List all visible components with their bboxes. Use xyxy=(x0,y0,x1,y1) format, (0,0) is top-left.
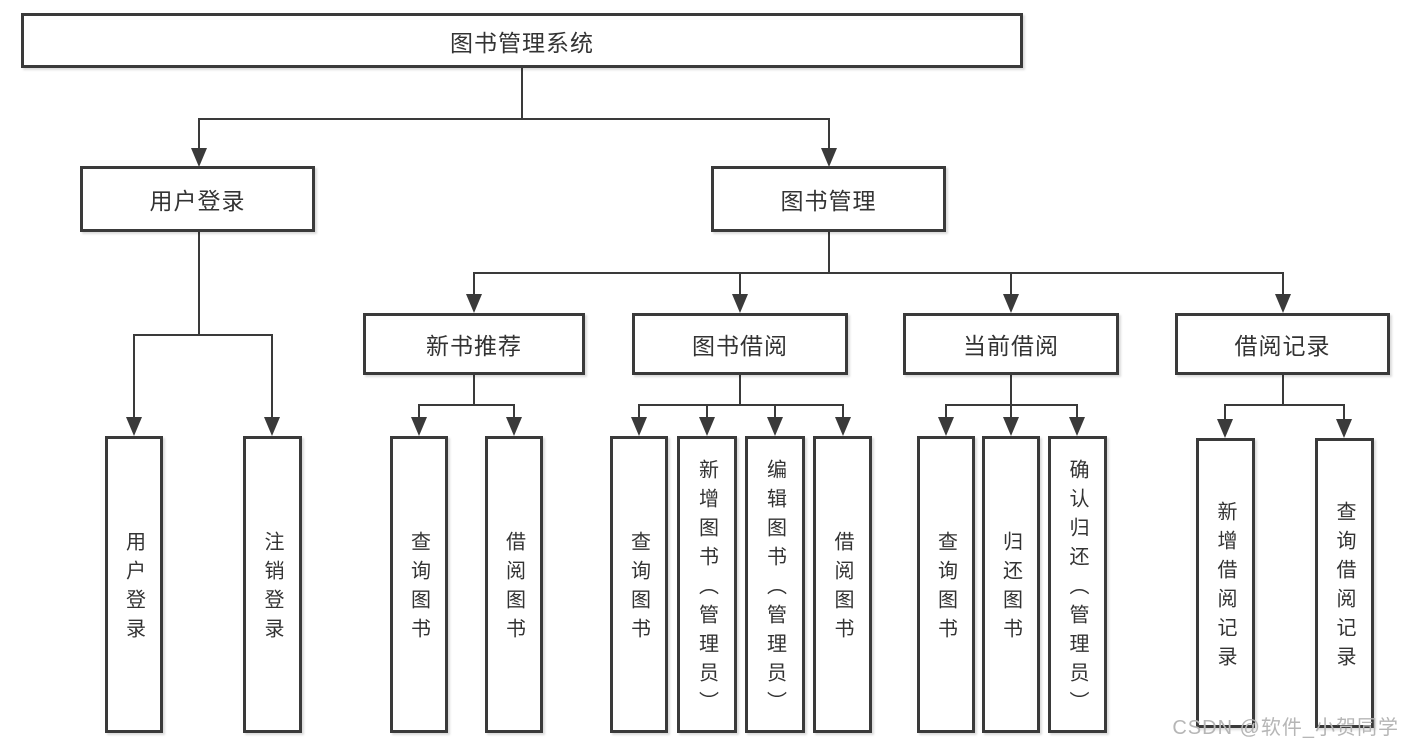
node-label: 查询图书 xyxy=(934,531,957,647)
node-label: 注销登录 xyxy=(261,531,283,647)
node-query-books-recommend: 查询图书 xyxy=(390,436,448,733)
watermark-text: CSDN @软件_小贺同学 xyxy=(1172,717,1399,739)
node-user-login: 用户登录 xyxy=(80,166,315,232)
node-label: 图书管理 xyxy=(780,188,877,214)
node-book-management: 图书管理 xyxy=(711,166,946,232)
node-new-book-recommendation: 新书推荐 xyxy=(363,313,585,375)
node-borrow-books-leaf: 借阅图书 xyxy=(813,436,872,733)
node-label: 新增借阅记录 xyxy=(1214,500,1236,675)
node-borrowing-records: 借阅记录 xyxy=(1175,313,1390,375)
node-add-borrow-record: 新增借阅记录 xyxy=(1196,438,1255,728)
node-label: 查询图书 xyxy=(407,531,430,647)
node-current-borrowing: 当前借阅 xyxy=(903,313,1119,375)
node-label: 查询图书 xyxy=(627,531,650,647)
node-label: 当前借阅 xyxy=(963,333,1059,359)
node-query-books-current: 查询图书 xyxy=(917,436,975,733)
node-label: 归还图书 xyxy=(999,531,1022,647)
node-library-management-system: 图书管理系统 xyxy=(21,13,1023,68)
node-user-login-leaf: 用户登录 xyxy=(105,436,163,733)
node-add-books-admin: 新增图书（管理员） xyxy=(677,436,737,733)
node-label: 借阅记录 xyxy=(1234,333,1331,359)
node-label: 新增图书（管理员） xyxy=(695,458,718,720)
node-label: 用户登录 xyxy=(149,188,246,214)
node-logout: 注销登录 xyxy=(243,436,302,733)
node-label: 查询借阅记录 xyxy=(1333,500,1355,675)
node-label: 用户登录 xyxy=(122,531,145,647)
node-label: 图书借阅 xyxy=(692,333,788,359)
node-label: 编辑图书（管理员） xyxy=(763,458,786,720)
node-label: 确认归还（管理员） xyxy=(1066,458,1088,720)
node-confirm-return-admin: 确认归还（管理员） xyxy=(1048,436,1107,733)
node-label: 图书管理系统 xyxy=(450,29,594,56)
node-edit-books-admin: 编辑图书（管理员） xyxy=(745,436,805,733)
node-return-books: 归还图书 xyxy=(982,436,1040,733)
node-query-books-borrowing: 查询图书 xyxy=(610,436,668,733)
node-label: 借阅图书 xyxy=(831,531,853,647)
node-borrow-books-recommend: 借阅图书 xyxy=(485,436,543,733)
node-label: 借阅图书 xyxy=(502,531,525,647)
node-query-borrow-record: 查询借阅记录 xyxy=(1315,438,1374,728)
node-book-borrowing: 图书借阅 xyxy=(632,313,848,375)
node-label: 新书推荐 xyxy=(426,333,522,359)
